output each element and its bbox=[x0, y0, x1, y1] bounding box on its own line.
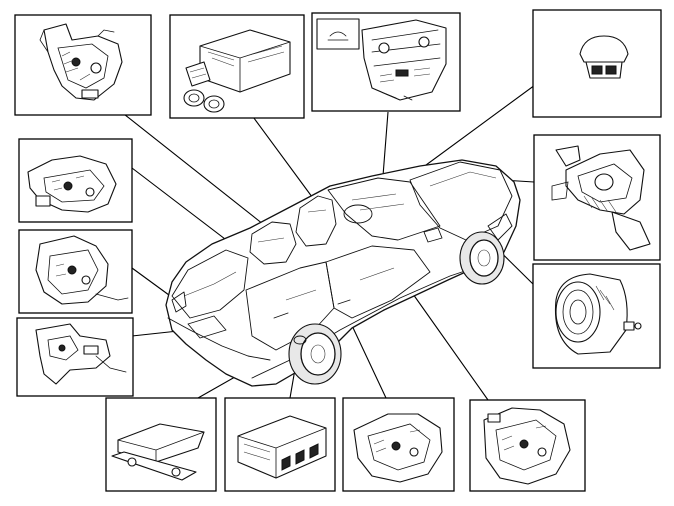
panel-top-left-lock bbox=[14, 14, 152, 116]
panel-control-module bbox=[169, 14, 305, 119]
car-illustration bbox=[165, 159, 521, 387]
panel-hood-latch bbox=[533, 134, 661, 261]
car-door-frame bbox=[325, 245, 431, 319]
car-windshield bbox=[327, 177, 441, 241]
lock-actuator-icon-2 bbox=[27, 155, 117, 213]
panel-door-lock-bottom bbox=[342, 397, 455, 492]
panel-trunk-lock bbox=[16, 317, 134, 397]
car-rear-bumper bbox=[167, 317, 271, 361]
panel-center-console bbox=[311, 12, 461, 112]
panel-antenna-module bbox=[105, 397, 217, 492]
leader-control-module bbox=[247, 109, 319, 206]
hood-latch-icon bbox=[551, 145, 651, 251]
console-icon bbox=[316, 18, 447, 101]
car-license-plate bbox=[187, 315, 227, 339]
trunk-lock-icon bbox=[35, 323, 127, 385]
sensor-icon bbox=[579, 35, 629, 79]
car-taillight bbox=[171, 291, 187, 313]
car-trunk bbox=[171, 249, 249, 319]
car-side-mirror bbox=[423, 227, 443, 243]
lock-actuator-icon bbox=[39, 23, 123, 101]
car-hood-line bbox=[409, 161, 513, 241]
electronic-module-icon bbox=[237, 415, 327, 479]
front-wheel-rim bbox=[469, 239, 499, 277]
car-seat-front bbox=[295, 195, 337, 247]
car-fuel-flap bbox=[293, 335, 307, 345]
panel-sensor-top-right bbox=[532, 9, 662, 118]
car-steering-wheel bbox=[343, 204, 373, 224]
siren-icon bbox=[554, 273, 642, 355]
panel-electronic-module bbox=[224, 397, 336, 492]
panel-siren bbox=[532, 263, 661, 369]
door-lock-icon-2 bbox=[483, 407, 571, 485]
car-headlight bbox=[487, 213, 513, 241]
control-module-icon bbox=[183, 29, 291, 113]
panel-door-lock-bottom-right bbox=[469, 399, 586, 492]
panel-left-lock-3 bbox=[18, 229, 133, 314]
panel-left-lock-2 bbox=[18, 138, 133, 223]
door-lock-icon bbox=[353, 413, 443, 483]
antenna-module-icon bbox=[111, 423, 205, 481]
car-rear-door bbox=[245, 261, 335, 351]
rear-wheel-rim bbox=[300, 332, 336, 376]
lock-actuator-icon-3 bbox=[35, 235, 129, 305]
car-seat-rear bbox=[249, 221, 297, 265]
leader-top-left-lock bbox=[109, 102, 269, 229]
